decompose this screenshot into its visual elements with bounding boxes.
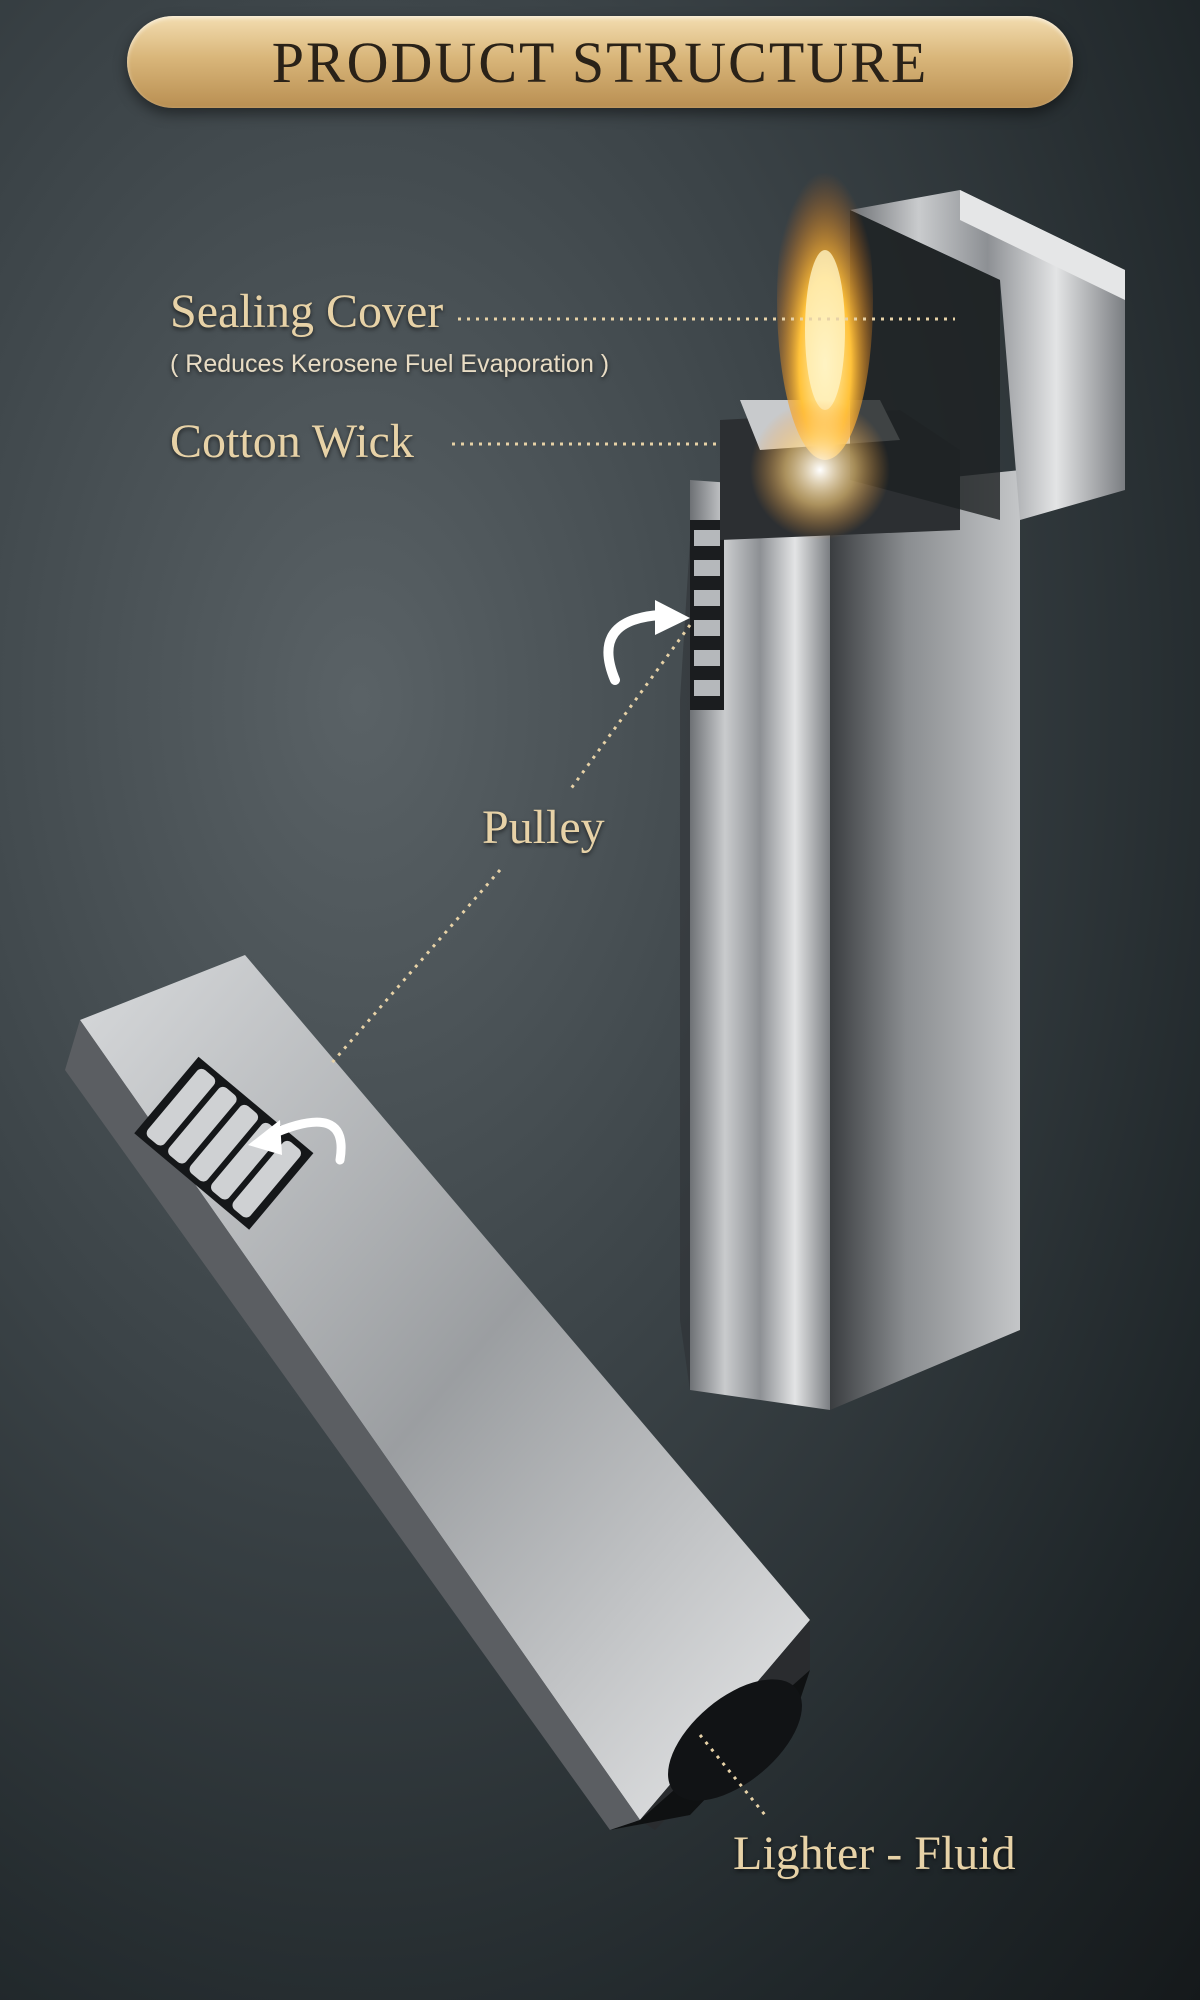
page-title: PRODUCT STRUCTURE xyxy=(271,29,929,95)
pulley-leader-bottom xyxy=(328,869,502,1066)
cotton-wick-label: Cotton Wick xyxy=(170,415,414,468)
rotate-arrow-icon-2 xyxy=(265,1117,346,1165)
sealing-cover-label: Sealing Cover xyxy=(170,285,444,338)
pulley-leader-top xyxy=(568,624,692,791)
title-banner: PRODUCT STRUCTURE xyxy=(127,16,1073,108)
pulley-label: Pulley xyxy=(482,801,605,854)
sealing-cover-note: ( Reduces Kerosene Fuel Evaporation ) xyxy=(170,350,610,378)
lighter-fluid-label: Lighter - Fluid xyxy=(733,1827,1016,1880)
rotate-arrow-icon xyxy=(603,610,665,685)
